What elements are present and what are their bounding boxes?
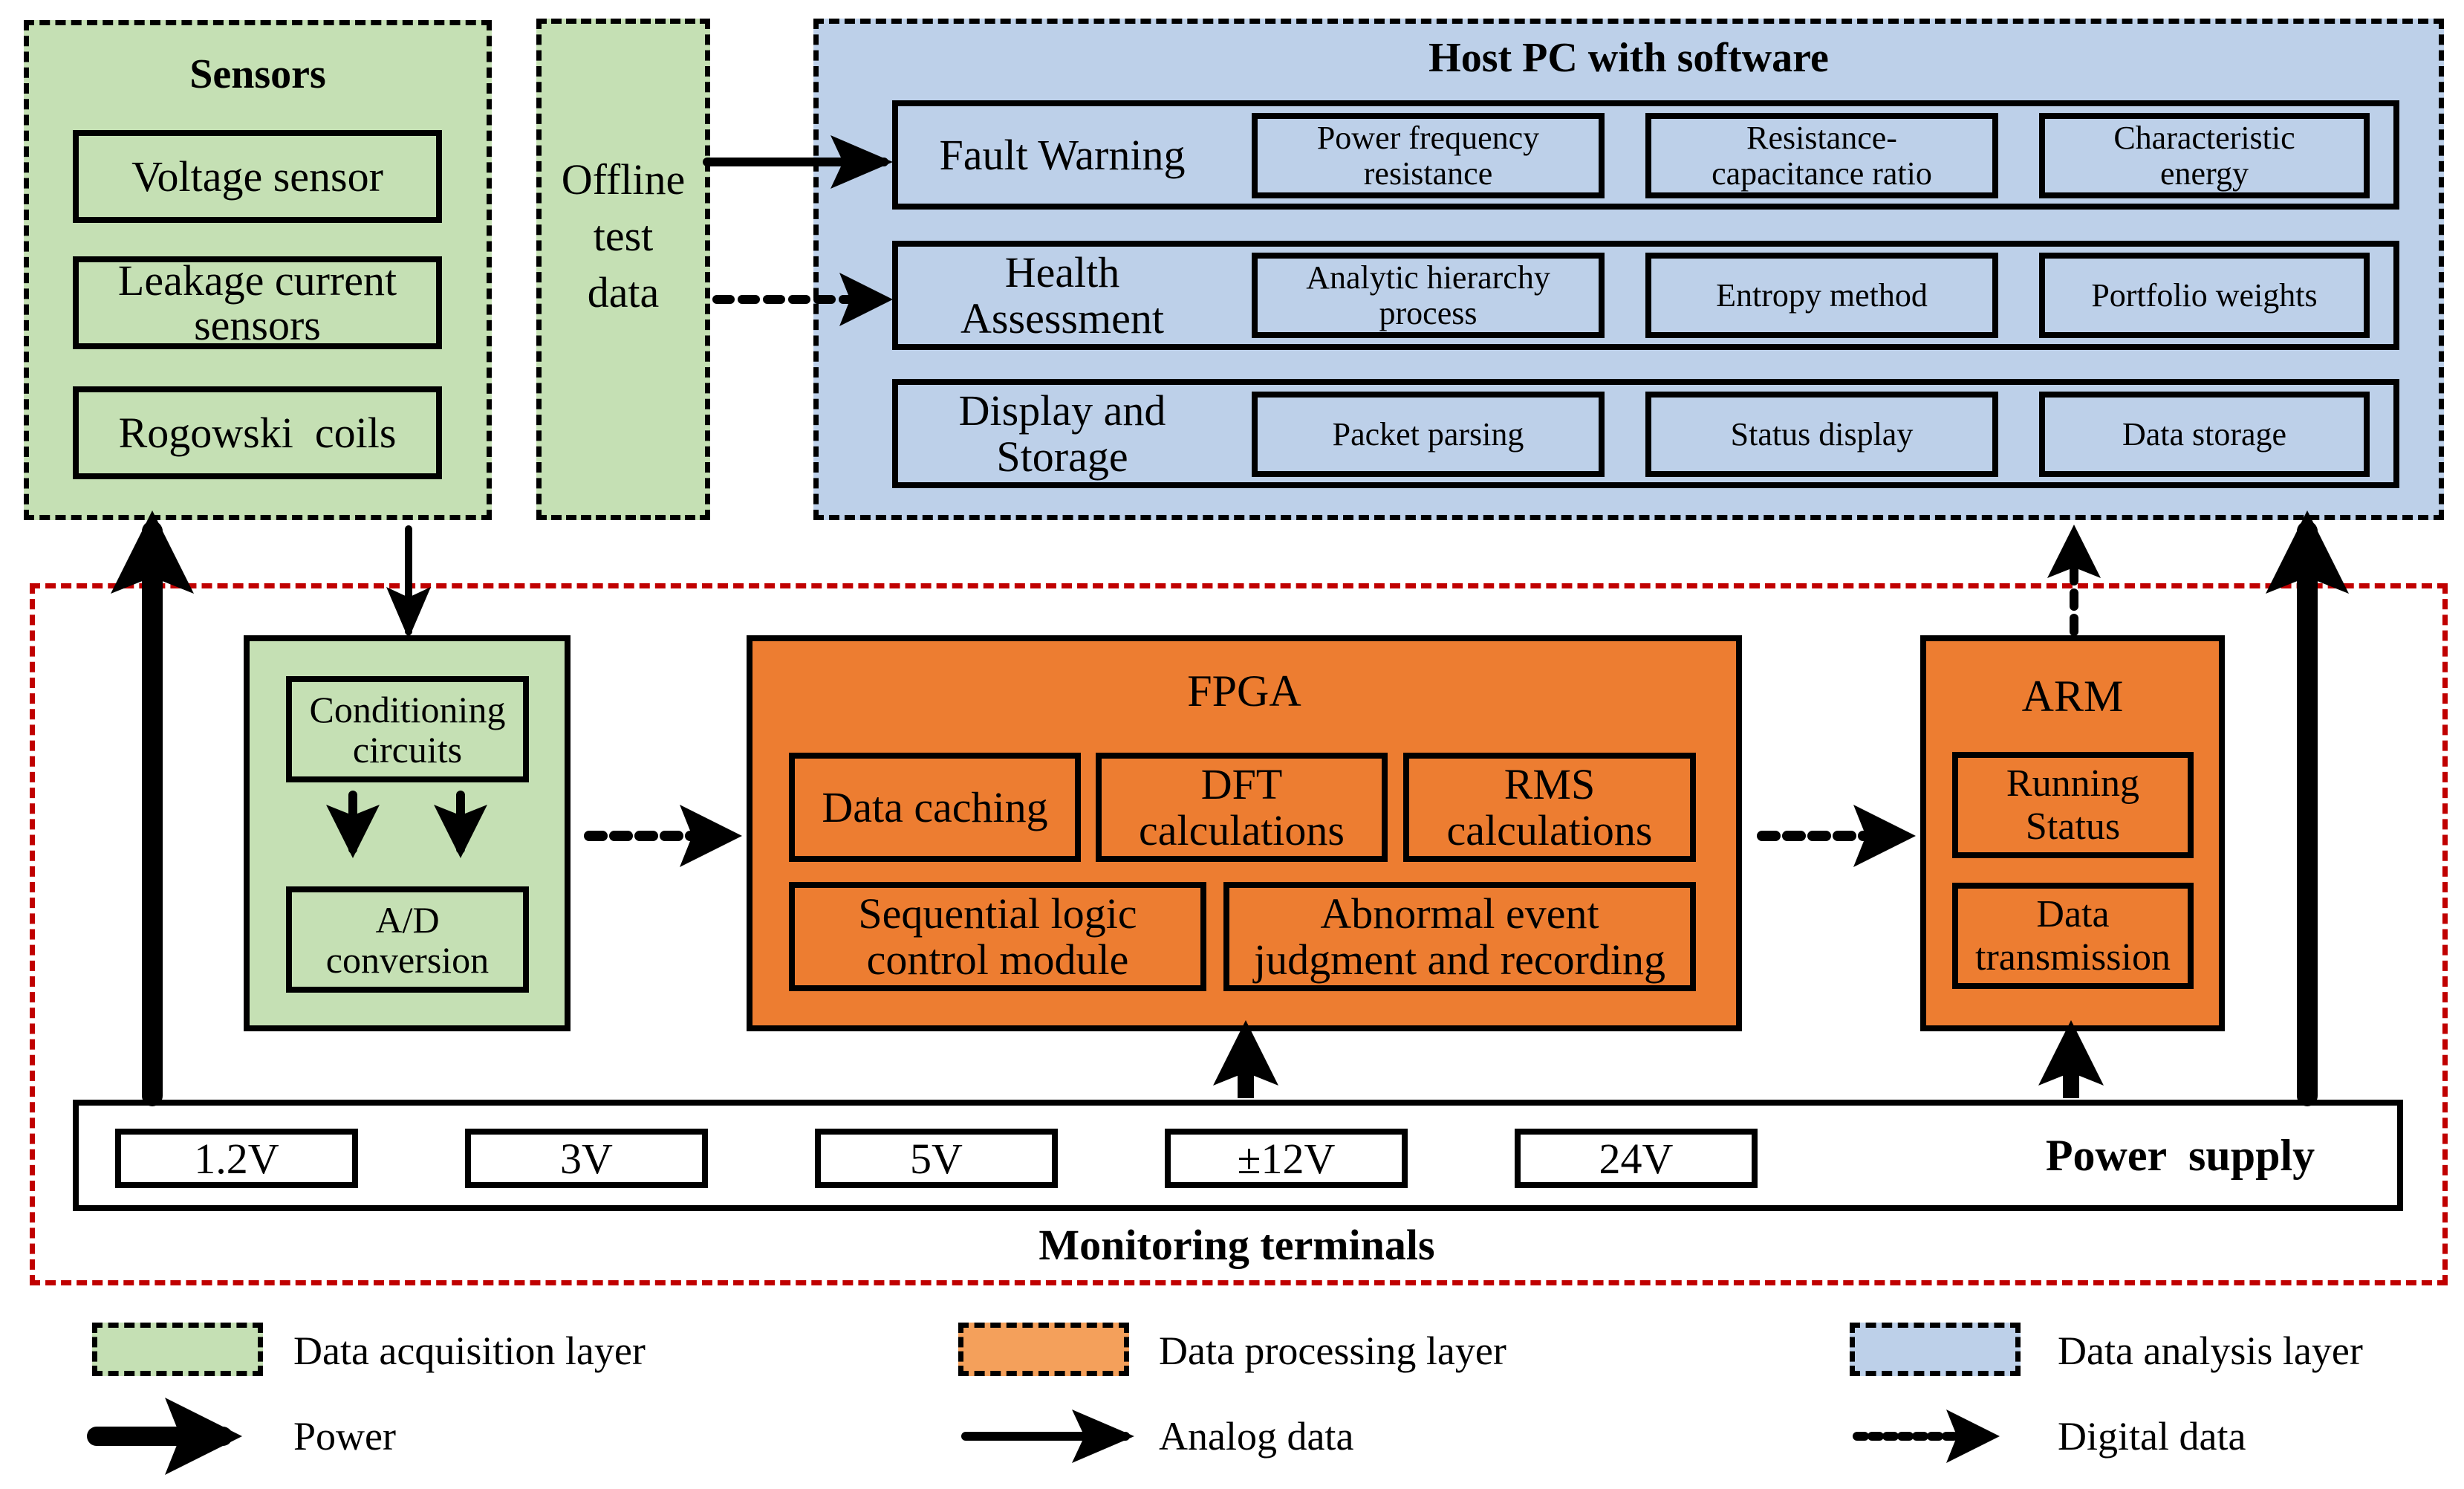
data-storage: Data storage xyxy=(2039,392,2370,477)
legend-swatch-acquisition xyxy=(92,1323,263,1376)
sensor-rogowski-coils: Rogowski coils xyxy=(73,386,442,479)
monitoring-terminals-group xyxy=(30,583,2448,1285)
offline-line-1: Offline xyxy=(561,155,686,204)
legend-label-processing: Data processing layer xyxy=(1159,1329,1506,1373)
health-assessment-label: Health Assessment xyxy=(960,247,1164,343)
arm-title: ARM xyxy=(2021,672,2124,721)
legend-label-acquisition: Data acquisition layer xyxy=(293,1329,646,1373)
legend-label-analog: Analog data xyxy=(1159,1414,1354,1459)
sensor-leakage-current: Leakage current sensors xyxy=(73,256,442,349)
voltage-1-2v: 1.2V xyxy=(115,1129,358,1188)
offline-test-data: Offline test data xyxy=(536,19,710,520)
legend-swatch-analysis xyxy=(1850,1323,2021,1376)
legend-label-digital: Digital data xyxy=(2058,1414,2246,1459)
fpga-abnormal-event: Abnormal event judgment and recording xyxy=(1223,882,1696,991)
sensors-title: Sensors xyxy=(189,51,326,97)
fault-warning-label: Fault Warning xyxy=(939,130,1186,179)
fpga-block xyxy=(747,635,1742,1031)
sensor-rogowski-label: Rogowski coils xyxy=(118,408,397,457)
status-display: Status display xyxy=(1645,392,1998,477)
legend-label-analysis: Data analysis layer xyxy=(2058,1329,2363,1373)
legend-swatch-processing xyxy=(958,1323,1129,1376)
sensor-voltage: Voltage sensor xyxy=(73,130,442,223)
arm-data-transmission: Data transmission xyxy=(1952,883,2194,989)
display-storage-label: Display and Storage xyxy=(958,386,1166,481)
portfolio-weights: Portfolio weights xyxy=(2039,253,2370,338)
voltage-pm12v: ±12V xyxy=(1165,1129,1408,1188)
power-supply-label: Power supply xyxy=(2045,1130,2315,1180)
resistance-capacitance-ratio: Resistance- capacitance ratio xyxy=(1645,113,1998,198)
sensor-leakage-label: Leakage current sensors xyxy=(117,256,397,349)
voltage-24v: 24V xyxy=(1515,1129,1758,1188)
host-row-fault-warning xyxy=(892,100,2399,210)
host-row-display-storage xyxy=(892,379,2399,488)
ad-conversion: A/D conversion xyxy=(286,886,529,993)
arm-running-status: Running Status xyxy=(1952,752,2194,858)
sensor-voltage-label: Voltage sensor xyxy=(131,152,383,201)
power-supply-block xyxy=(73,1100,2403,1211)
offline-line-3: data xyxy=(587,267,660,317)
analytic-hierarchy-process: Analytic hierarchy process xyxy=(1252,253,1605,338)
offline-line-2: test xyxy=(593,211,654,260)
conditioning-circuits: Conditioning circuits xyxy=(286,676,529,782)
fpga-title: FPGA xyxy=(1187,666,1301,716)
voltage-3v: 3V xyxy=(465,1129,708,1188)
sensors-group xyxy=(24,20,492,520)
fpga-dft-calculations: DFT calculations xyxy=(1096,753,1388,862)
host-row-health-assessment xyxy=(892,241,2399,350)
entropy-method: Entropy method xyxy=(1645,253,1998,338)
monitoring-terminals-label: Monitoring terminals xyxy=(1038,1220,1435,1269)
fpga-data-caching: Data caching xyxy=(789,753,1081,862)
fpga-sequential-logic: Sequential logic control module xyxy=(789,882,1206,991)
conditioning-block xyxy=(244,635,571,1031)
host-pc-title: Host PC with software xyxy=(1428,34,1829,81)
legend-label-power: Power xyxy=(293,1414,396,1459)
arm-block xyxy=(1920,635,2225,1031)
fpga-rms-calculations: RMS calculations xyxy=(1403,753,1696,862)
characteristic-energy: Characteristic energy xyxy=(2039,113,2370,198)
voltage-5v: 5V xyxy=(815,1129,1058,1188)
power-frequency-resistance: Power frequency resistance xyxy=(1252,113,1605,198)
packet-parsing: Packet parsing xyxy=(1252,392,1605,477)
